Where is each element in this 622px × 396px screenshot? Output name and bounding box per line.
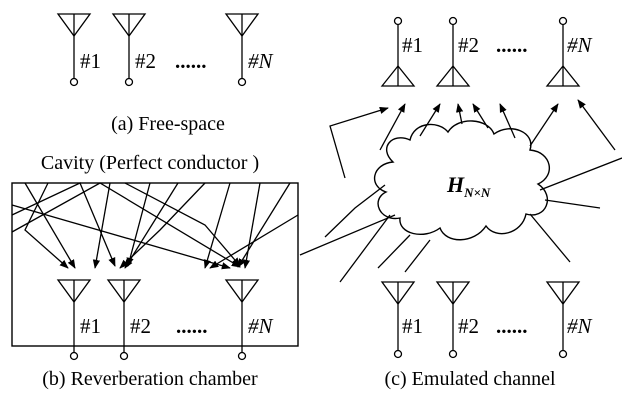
antenna-c-bottom-2 (435, 281, 471, 359)
ellipsis-c-top: ...... (496, 33, 528, 57)
antenna-b-n (224, 279, 260, 361)
antenna-c-bottom-label-n: #N (567, 314, 593, 338)
antenna-b-2 (106, 279, 142, 361)
antenna-b-label-2: #2 (130, 314, 151, 338)
ellipsis-b: ...... (176, 314, 208, 338)
panel-b-reverberation-chamber: Cavity (Perfect conductor ) (11, 152, 299, 390)
antenna-c-bottom-1 (380, 281, 416, 359)
antenna-b-1 (56, 279, 92, 361)
antenna-c-top-label-n: #N (567, 33, 593, 57)
antenna-c-top-1 (380, 16, 416, 87)
panel-c-emulated-channel: #1 #2 ...... #N HN×N (299, 16, 622, 390)
reflection-rays (11, 182, 299, 270)
antenna-c-top-2 (435, 16, 471, 87)
ellipsis-c-bottom: ...... (496, 314, 528, 338)
channel-rays (299, 99, 622, 283)
channel-cloud (374, 120, 551, 241)
antenna-a-label-n: #N (248, 49, 274, 73)
antenna-a-n (224, 13, 260, 87)
antenna-c-top-label-2: #2 (458, 33, 479, 57)
antenna-b-label-n: #N (248, 314, 274, 338)
cavity-box (11, 182, 299, 347)
antenna-c-bottom-label-2: #2 (458, 314, 479, 338)
antenna-c-top-label-1: #1 (402, 33, 423, 57)
caption-a: (a) Free-space (111, 113, 225, 135)
antenna-a-1 (56, 13, 92, 87)
ellipsis-a: ...... (175, 49, 207, 73)
antenna-c-top-n (545, 16, 581, 87)
caption-b: (b) Reverberation chamber (42, 368, 258, 390)
panel-a-free-space: #1 #2 ...... #N (a) Free-space (56, 13, 274, 135)
antenna-c-bottom-label-1: #1 (402, 314, 423, 338)
antenna-c-bottom-n (545, 281, 581, 359)
cavity-title: Cavity (Perfect conductor ) (41, 152, 259, 174)
antenna-a-label-1: #1 (80, 49, 101, 73)
channel-matrix-label: HN×N (446, 172, 491, 200)
antenna-b-label-1: #1 (80, 314, 101, 338)
antenna-a-label-2: #2 (135, 49, 156, 73)
caption-c: (c) Emulated channel (384, 368, 555, 390)
antenna-a-2 (111, 13, 147, 87)
